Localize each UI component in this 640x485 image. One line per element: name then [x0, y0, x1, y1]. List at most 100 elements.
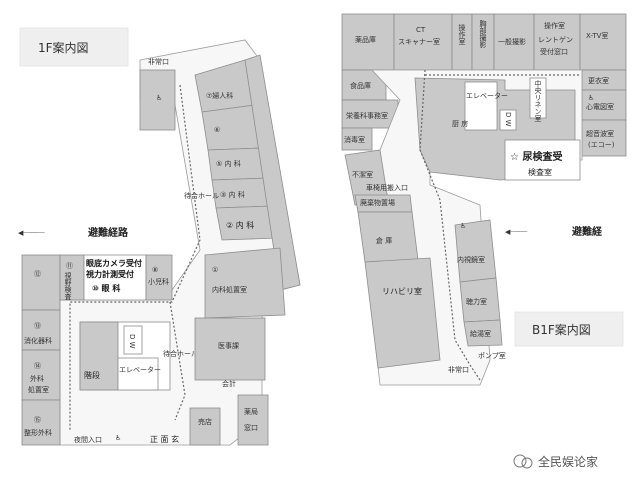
- room-nutrition-office-label: 栄養科事務室: [346, 111, 388, 120]
- room-ct-label: CT: [416, 26, 426, 34]
- dumbwaiter-1f-label: D W: [128, 334, 136, 349]
- room-ultrasound-label: 超音波室: [586, 129, 614, 138]
- evac-label-1f: 避難経路: [87, 226, 129, 239]
- room-disinfection: [341, 127, 373, 151]
- room-8-label: ⑧: [152, 266, 158, 274]
- room-pantry: [463, 319, 503, 347]
- dumbwaiter-b1f: [499, 109, 517, 131]
- watermark-text: 全民娱论家: [538, 454, 598, 469]
- elevator-1f: [117, 357, 159, 391]
- room-lab: [504, 139, 581, 181]
- room-pharmacy: [237, 394, 269, 446]
- room-gastro: [21, 309, 61, 351]
- stairs-label: 階段: [84, 370, 100, 380]
- room-rehab-label: リハビリ室: [382, 286, 422, 296]
- kitchen-label: 厨 房: [452, 119, 468, 128]
- room-xtv: [579, 13, 627, 71]
- room-6-label: ⑥: [214, 126, 220, 134]
- elevator-b1f-label: エレベーター: [466, 91, 508, 100]
- watermark: 全民娱论家: [513, 454, 598, 469]
- room-xtv-label: X-TV室: [586, 31, 608, 40]
- room-changing-label: 更衣室: [588, 76, 609, 85]
- wechat-icon: [513, 454, 527, 468]
- room-1-label: ①: [212, 266, 218, 274]
- floor-1f-title-box: [19, 27, 129, 67]
- floor-b1f-title: B1F案内図: [532, 322, 591, 337]
- room-12-label: ⑫: [34, 270, 41, 278]
- room-chest-xray-label: 胸部撮影: [479, 19, 487, 49]
- room-gastro-label: 消化器科: [24, 336, 52, 345]
- room-13-label: ⑬: [34, 322, 41, 330]
- room-fujinka-label: ⑦婦人科: [206, 91, 233, 100]
- room-food-store-label: 食品庫: [350, 81, 371, 90]
- room-naika-shochi: [204, 247, 286, 319]
- room-naika-shochi-label: 内科処置室: [212, 285, 247, 294]
- room-control-2-label: 操作室: [544, 21, 565, 30]
- wechat-icon: [521, 457, 533, 469]
- room-14-label: ⑭: [34, 362, 41, 370]
- room-orthopedics-label: 整形外科: [24, 428, 52, 437]
- room-surgery-label: 外科: [30, 374, 44, 383]
- room-visual-field: [59, 254, 85, 301]
- main-entrance-label: 正 面 玄: [150, 434, 179, 444]
- room-ijika-label: 医事課: [218, 341, 239, 350]
- room-roentgen-label: レントゲン: [538, 35, 573, 44]
- linen-room: [529, 77, 547, 119]
- room-naika-5-label: ⑤ 内 科: [216, 159, 241, 168]
- vision-test-desk: 視力計測受付: [85, 269, 134, 279]
- floor-1f-title: 1F案内図: [38, 40, 89, 55]
- room-naika-2-label: ② 内 科: [226, 220, 254, 230]
- room-general-xray: [493, 13, 535, 71]
- room-storage-label: 倉 庫: [376, 236, 392, 245]
- waiting-hall-bottom: 待合ホール: [163, 349, 198, 358]
- cashier-label: 会計: [222, 379, 236, 388]
- room-reception-window-label: 受付窓口: [540, 47, 568, 56]
- room-pediatrics: [145, 254, 173, 301]
- room-pump-label: ポンプ室: [478, 351, 506, 360]
- room-15-label: ⑮: [34, 416, 41, 424]
- evac-route-1f: [69, 84, 201, 430]
- room-control-1-label: 操作室: [458, 23, 466, 45]
- shop-label: 売店: [198, 417, 212, 426]
- restroom-icon: ♿: [460, 222, 466, 230]
- lab-label: 検査室: [528, 167, 552, 177]
- emergency-exit-1f: 非常口: [148, 57, 169, 66]
- waiting-hall-top: 待合ホール: [184, 191, 219, 200]
- room-orthopedics: [21, 399, 61, 446]
- emergency-exit-b1f: 非常口: [448, 365, 469, 374]
- restroom-icon: ♿: [115, 434, 121, 442]
- room-medicine-store: [341, 13, 395, 71]
- room-ijika: [194, 317, 266, 381]
- room-ultrasound: [581, 119, 627, 157]
- evac-route-b1f: [419, 69, 580, 381]
- restroom-icon: ♿: [588, 94, 594, 102]
- room-right-strip: [244, 54, 301, 291]
- room-ophthalmology: [83, 254, 147, 301]
- night-entrance-label: 夜間入口: [74, 435, 102, 444]
- floor-b1f-map: 薬品庫 CT スキャナー室 操作室 胸部撮影 一般撮影 操作室 レントゲン 受付…: [341, 13, 627, 386]
- room-waste-label: 廃棄物置場: [360, 198, 395, 207]
- room-ct: [393, 13, 453, 71]
- elevator-1f-label: エレベーター: [119, 365, 161, 374]
- evac-arrow-1f: ◀┈┈┈┈┈: [18, 229, 45, 237]
- room-12: [21, 254, 61, 311]
- floor-1f-map: 1F案内図 非常口 ♿ ⑦婦人科 ⑥ ⑤ 内 科 ③ 内 科 ② 内 科 待合ホ…: [18, 27, 301, 446]
- room-ecg-label: 心電図室: [586, 102, 614, 111]
- restroom-1f-top: [139, 69, 176, 131]
- elevator-b1f: [464, 81, 498, 131]
- room-ophthalmology-label: ⑩ 眼 科: [92, 283, 120, 293]
- room-naika-3-label: ③ 内 科: [220, 190, 245, 199]
- wheelchair-entry-label: 車椅用搬入口: [366, 183, 408, 192]
- room-visual-field-label: 視野検査: [64, 271, 72, 300]
- room-surgery: [21, 349, 61, 401]
- pharmacy-window-label: 窓口: [244, 423, 258, 432]
- room-hearing-label: 聴力室: [466, 297, 487, 306]
- room-11-label: ⑪: [66, 262, 73, 270]
- restroom-icon: ♿: [156, 94, 162, 102]
- linen-room-label: 中央リネン室: [534, 79, 542, 122]
- floor-b1f-title-box: [514, 311, 624, 347]
- room-ultrasound-sub-label: (エコー): [588, 141, 615, 149]
- room-ecg: [581, 89, 627, 121]
- room-medicine-store-label: 薬品庫: [355, 35, 376, 44]
